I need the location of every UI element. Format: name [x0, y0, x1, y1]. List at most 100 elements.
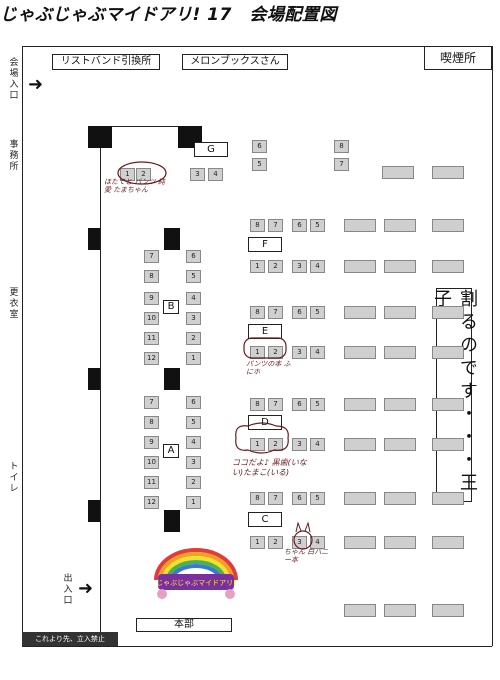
booth-9: 9 — [144, 292, 159, 305]
annotation-circle-c — [293, 522, 313, 550]
booth-12: 12 — [144, 352, 159, 365]
empty-booth — [432, 438, 464, 451]
empty-booth — [384, 346, 416, 359]
entrance-label: 会場入口 — [9, 58, 19, 101]
booth-7: 7 — [268, 398, 283, 411]
booth-1: 1 — [250, 438, 265, 451]
annotation-circle-e — [243, 337, 287, 359]
booth-2: 2 — [268, 260, 283, 273]
block-label-c: C — [248, 512, 282, 527]
booth-8: 8 — [250, 492, 265, 505]
booth-6: 6 — [292, 219, 307, 232]
empty-booth — [344, 536, 376, 549]
booth-7: 7 — [144, 396, 159, 409]
empty-booth — [344, 346, 376, 359]
booth-10: 10 — [144, 456, 159, 469]
booth-6: 6 — [252, 140, 267, 153]
inner-left-wall — [100, 126, 101, 646]
no-entry-banner: これより先、立入禁止 — [22, 632, 118, 646]
booth-5: 5 — [252, 158, 267, 171]
office-label: 事務所 — [9, 140, 19, 172]
exit-label: 出入口 — [63, 574, 73, 606]
empty-booth — [344, 306, 376, 319]
smoking-area-box: 喫煙所 — [424, 46, 492, 70]
outer-right-wall — [492, 46, 493, 646]
block-label-d: D — [248, 415, 282, 430]
booth-8: 8 — [334, 140, 349, 153]
empty-booth — [344, 398, 376, 411]
annotation-circle-d — [235, 422, 289, 454]
outer-top-wall — [22, 46, 492, 47]
booth-6: 6 — [292, 492, 307, 505]
booth-3: 3 — [292, 346, 307, 359]
booth-2: 2 — [268, 536, 283, 549]
booth-6: 6 — [186, 396, 201, 409]
booth-4: 4 — [186, 436, 201, 449]
booth-7: 7 — [268, 492, 283, 505]
booth-5: 5 — [186, 270, 201, 283]
empty-booth — [432, 536, 464, 549]
sign-text: 割るのです・・・王子 — [431, 289, 478, 496]
empty-booth — [384, 536, 416, 549]
block-label-f: F — [248, 237, 282, 252]
booth-5: 5 — [310, 219, 325, 232]
booth-9: 9 — [144, 436, 159, 449]
booth-8: 8 — [250, 219, 265, 232]
handnote-g: ほたてと パンツ 純愛 たまちゃん — [104, 178, 165, 194]
toilet-label: トイレ — [9, 462, 19, 494]
booth-7: 7 — [144, 250, 159, 263]
booth-5: 5 — [186, 416, 201, 429]
booth-4: 4 — [310, 438, 325, 451]
pillar — [88, 228, 100, 250]
booth-11: 11 — [144, 476, 159, 489]
booth-8: 8 — [250, 398, 265, 411]
event-logo: じゃぶじゃぶマイドアリ! — [154, 548, 238, 599]
empty-booth — [344, 492, 376, 505]
booth-5: 5 — [310, 398, 325, 411]
pillar — [164, 510, 180, 532]
booth-11: 11 — [144, 332, 159, 345]
booth-2: 2 — [136, 168, 151, 181]
booth-1: 1 — [250, 536, 265, 549]
booth-5: 5 — [310, 492, 325, 505]
pillar — [88, 500, 100, 522]
booth-4: 4 — [208, 168, 223, 181]
empty-booth — [384, 492, 416, 505]
pillar — [88, 126, 112, 148]
booth-8: 8 — [144, 416, 159, 429]
empty-booth — [432, 306, 464, 319]
empty-booth — [432, 604, 464, 617]
booth-6: 6 — [292, 398, 307, 411]
booth-1: 1 — [120, 168, 135, 181]
handnote-c: ちゃん 白バニー本 — [284, 548, 329, 564]
booth-7: 7 — [268, 219, 283, 232]
pillar — [164, 228, 180, 250]
empty-booth — [432, 398, 464, 411]
empty-booth — [432, 492, 464, 505]
booth-10: 10 — [144, 312, 159, 325]
entrance-arrow-icon: ➜ — [28, 74, 44, 95]
outer-left-wall — [22, 46, 23, 646]
empty-booth — [432, 346, 464, 359]
booth-1: 1 — [250, 260, 265, 273]
exit-arrow-icon: ➜ — [78, 578, 94, 599]
handnote-d: ココだよ♪ 黒歯(いない)たまこ(いる) — [232, 458, 307, 477]
empty-booth — [384, 260, 416, 273]
booth-4: 4 — [310, 536, 325, 549]
empty-booth — [344, 260, 376, 273]
booth-6: 6 — [292, 306, 307, 319]
booth-3: 3 — [190, 168, 205, 181]
empty-booth — [384, 438, 416, 451]
bottom-wall — [22, 646, 492, 647]
booth-3: 3 — [292, 260, 307, 273]
booth-7: 7 — [334, 158, 349, 171]
block-label-b: B — [163, 300, 179, 314]
changing-room-label: 更衣室 — [9, 288, 19, 320]
booth-3: 3 — [186, 312, 201, 325]
wristband-exchange-box: リストバンド引換所 — [52, 54, 160, 70]
booth-2: 2 — [186, 476, 201, 489]
empty-booth — [384, 306, 416, 319]
booth-1: 1 — [186, 352, 201, 365]
honbu-box: 本部 — [136, 618, 232, 632]
empty-booth — [344, 438, 376, 451]
